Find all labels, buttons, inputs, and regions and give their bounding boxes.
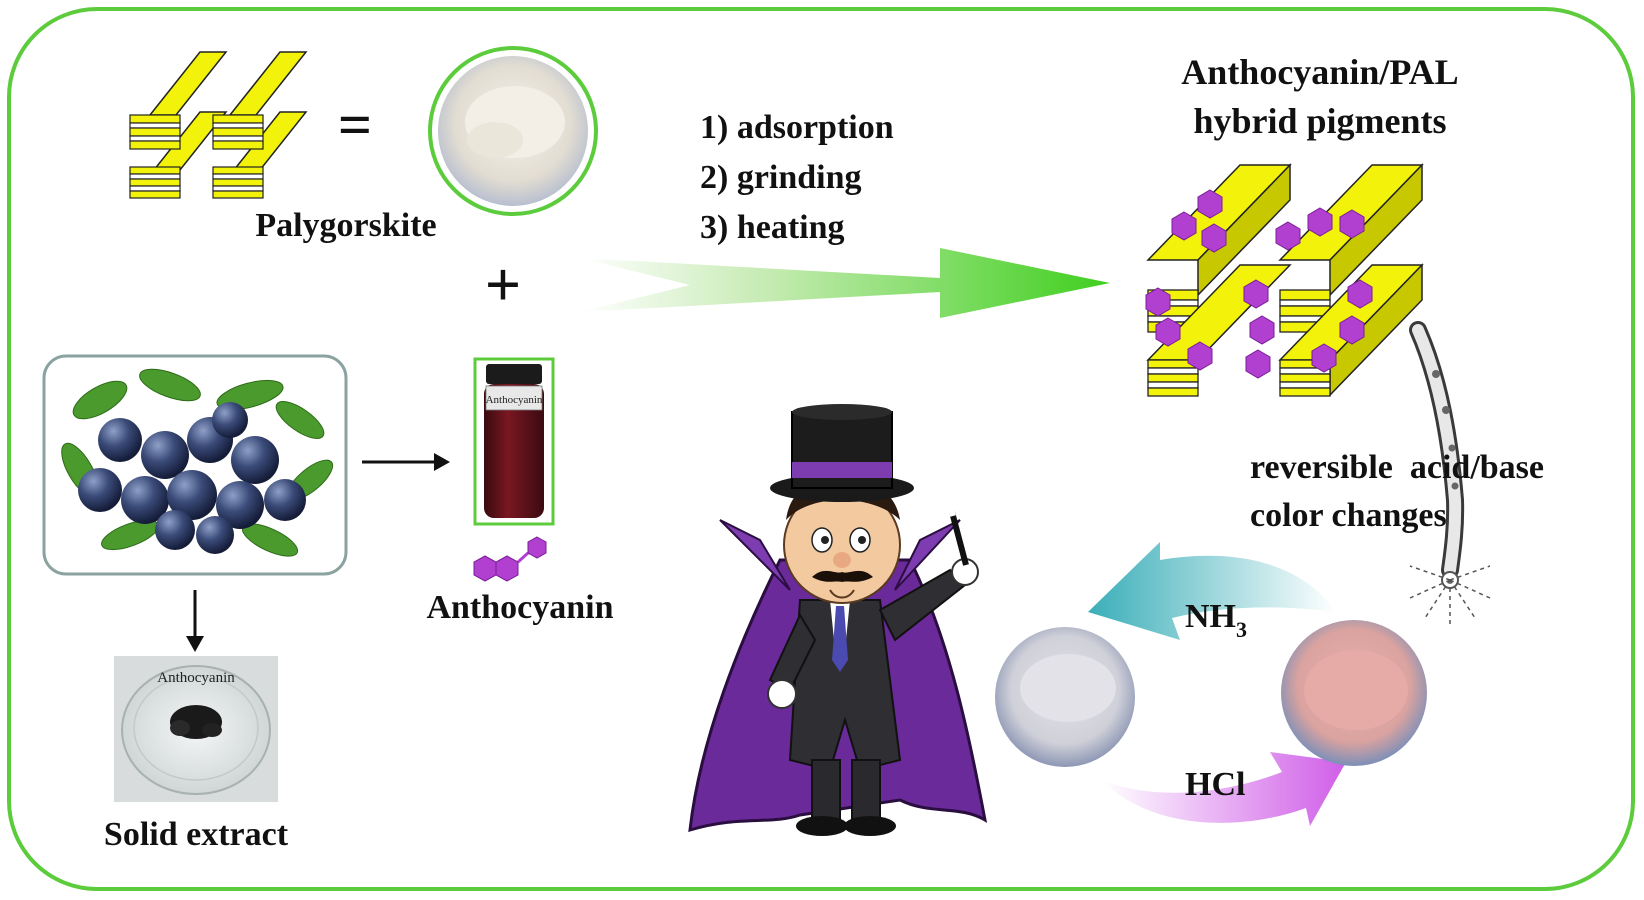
grey-powder-photo	[995, 627, 1135, 767]
nh3-subscript: 3	[1236, 617, 1247, 642]
hybrid-title-line2: hybrid pigments	[1193, 101, 1446, 141]
outer-frame	[7, 7, 1635, 891]
hcl-arrow	[1102, 752, 1346, 826]
equals-sign: =	[338, 92, 372, 158]
extraction-arrow	[362, 453, 450, 471]
process-arrow	[580, 248, 1110, 318]
pink-powder-photo	[1281, 620, 1427, 766]
anthocyanin-bottle-photo	[473, 357, 555, 526]
nh3-base: NH	[1185, 598, 1236, 635]
solid-extract-label: Solid extract	[104, 816, 289, 853]
magician-cartoon	[688, 404, 988, 836]
hcl-label: HCl	[1185, 766, 1245, 803]
blueberries-photo	[42, 354, 348, 576]
step-heating: 3) heating	[700, 209, 845, 246]
nh3-label: NH3	[1185, 598, 1247, 642]
bottle-label: Anthocyanin	[486, 394, 543, 406]
anthocyanin-label: Anthocyanin	[426, 589, 613, 626]
reversible-line2: color changes	[1250, 497, 1447, 534]
drying-arrow	[186, 590, 204, 652]
step-grinding: 2) grinding	[700, 159, 862, 196]
hybrid-pigment-structure	[1145, 163, 1424, 397]
anthocyanin-molecule-icon	[473, 536, 547, 582]
dropper-icon	[1409, 321, 1491, 625]
reversible-line1: reversible acid/base	[1250, 449, 1544, 486]
palygorskite-icon	[129, 51, 308, 199]
dish-label: Anthocyanin	[157, 670, 235, 686]
plus-sign: +	[485, 249, 521, 320]
step-adsorption: 1) adsorption	[700, 109, 894, 146]
solid-extract-photo	[114, 656, 278, 802]
hybrid-title-line1: Anthocyanin/PAL	[1181, 52, 1458, 92]
nh3-arrow	[1088, 542, 1336, 640]
palygorskite-label: Palygorskite	[255, 207, 436, 244]
palygorskite-powder-photo	[428, 46, 598, 216]
